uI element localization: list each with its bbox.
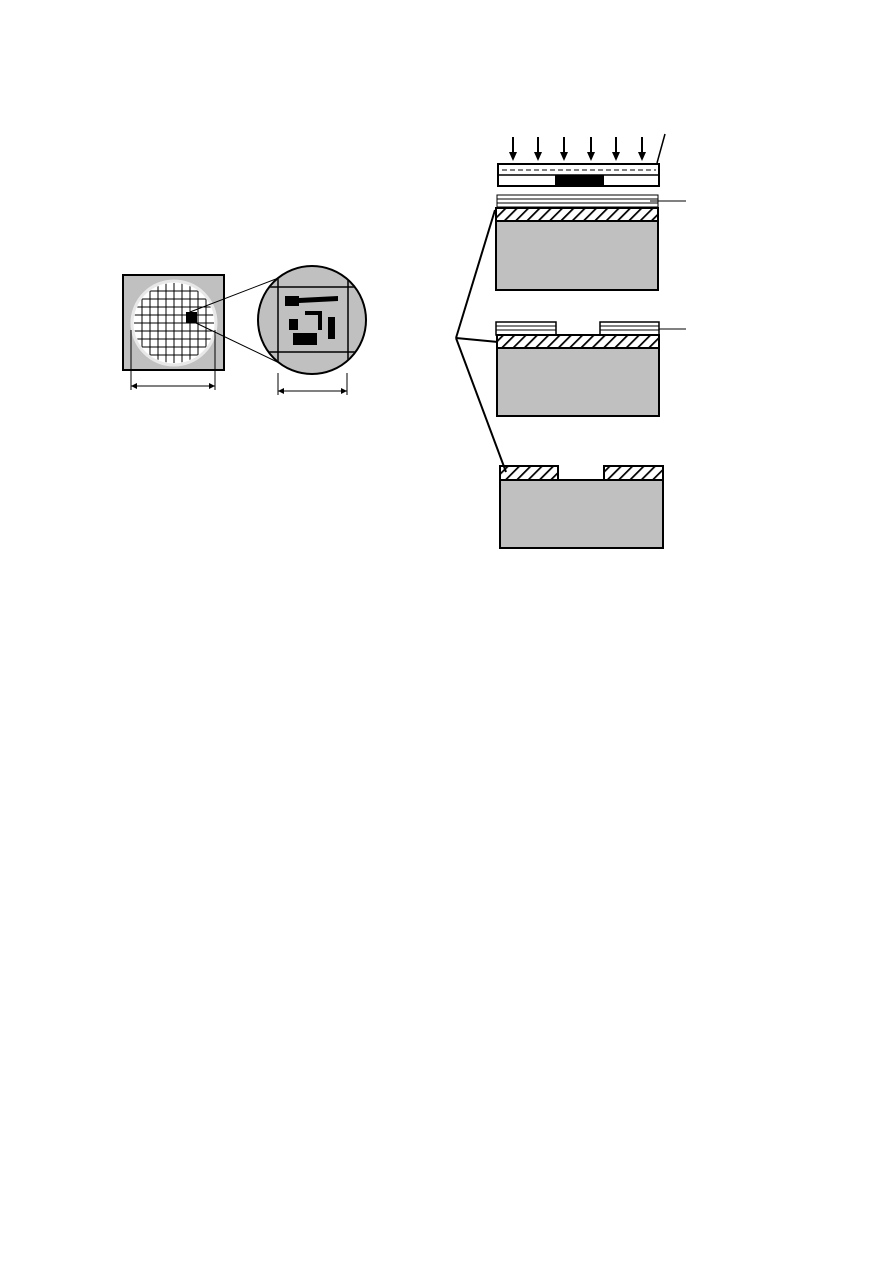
step-etch bbox=[499, 465, 664, 549]
wafer-width-arrow bbox=[130, 330, 216, 390]
substrate bbox=[495, 220, 659, 291]
developed-resist-right bbox=[599, 321, 660, 336]
selected-die bbox=[186, 312, 197, 323]
exposure-arrow-head bbox=[509, 152, 517, 161]
step-exposure bbox=[495, 163, 686, 291]
substrate bbox=[499, 479, 664, 549]
thin-film-layer bbox=[495, 207, 659, 222]
exposure-arrow-head bbox=[587, 152, 595, 161]
magnifier-circle bbox=[257, 265, 367, 375]
die-width-arrow bbox=[277, 373, 348, 395]
exposure-arrow-head bbox=[560, 152, 568, 161]
wafer-view bbox=[122, 274, 225, 390]
substrate bbox=[496, 347, 660, 417]
step-develop bbox=[495, 321, 686, 417]
exposure-arrows bbox=[509, 137, 646, 161]
step-bracket bbox=[455, 209, 507, 473]
developed-resist-left bbox=[495, 321, 557, 336]
photomask-leader bbox=[656, 133, 666, 164]
die-circuit-pattern bbox=[285, 296, 338, 345]
mask-opaque-region bbox=[555, 175, 604, 186]
etched-film-left bbox=[499, 465, 559, 481]
exposure-arrow-head bbox=[612, 152, 620, 161]
photomask bbox=[497, 163, 660, 187]
magnified-die bbox=[257, 265, 367, 395]
exposure-arrow-head bbox=[534, 152, 542, 161]
photoresist-layer bbox=[496, 194, 659, 208]
etched-film-right bbox=[603, 465, 664, 481]
thin-film-layer bbox=[496, 334, 660, 349]
exposure-arrow-head bbox=[638, 152, 646, 161]
